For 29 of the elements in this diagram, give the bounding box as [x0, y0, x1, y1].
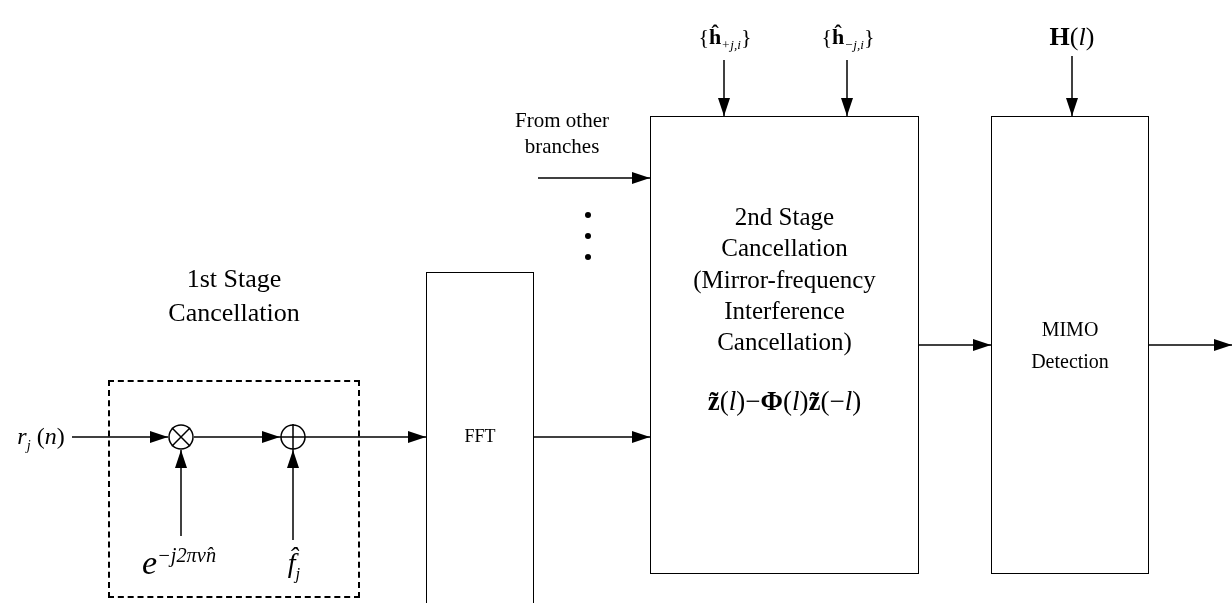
arrow	[71, 431, 169, 443]
block-label: r$_{j}$ (n)	[17, 421, 65, 454]
arrow	[533, 431, 651, 443]
block-label: {ĥ$_{+j,i}$}	[698, 22, 752, 54]
process-box	[991, 116, 1149, 574]
arrow	[841, 59, 853, 117]
mixer-symbol	[168, 424, 194, 450]
mixer-symbol	[280, 424, 306, 450]
block-label: MIMO Detection	[1030, 317, 1110, 374]
arrow	[537, 172, 651, 184]
arrow	[175, 449, 187, 537]
formula: z̃(l)−Φ(l)z̃(−l)	[707, 385, 862, 419]
block-label: H(l)	[1049, 20, 1095, 53]
group-heading: 1st Stage Cancellation	[167, 263, 301, 329]
arrow	[287, 449, 299, 541]
block-label: e$^{−j2πν̂n}$	[141, 542, 217, 583]
arrow	[193, 431, 281, 443]
block-label: From other branches	[514, 106, 610, 160]
process-box	[650, 116, 919, 574]
arrow	[918, 339, 992, 351]
arrow	[718, 59, 730, 117]
arrow	[1066, 55, 1078, 117]
block-label: FFT	[464, 425, 496, 448]
process-box	[426, 272, 534, 603]
arrow	[305, 431, 427, 443]
arrow	[1148, 339, 1232, 351]
block-label: f̂$_{j}$	[287, 546, 301, 585]
block-label: 2nd Stage Cancellation (Mirror-frequency Interference Cancellation)	[692, 202, 877, 358]
block-label: {ĥ$_{−j,i}$}	[821, 22, 875, 54]
